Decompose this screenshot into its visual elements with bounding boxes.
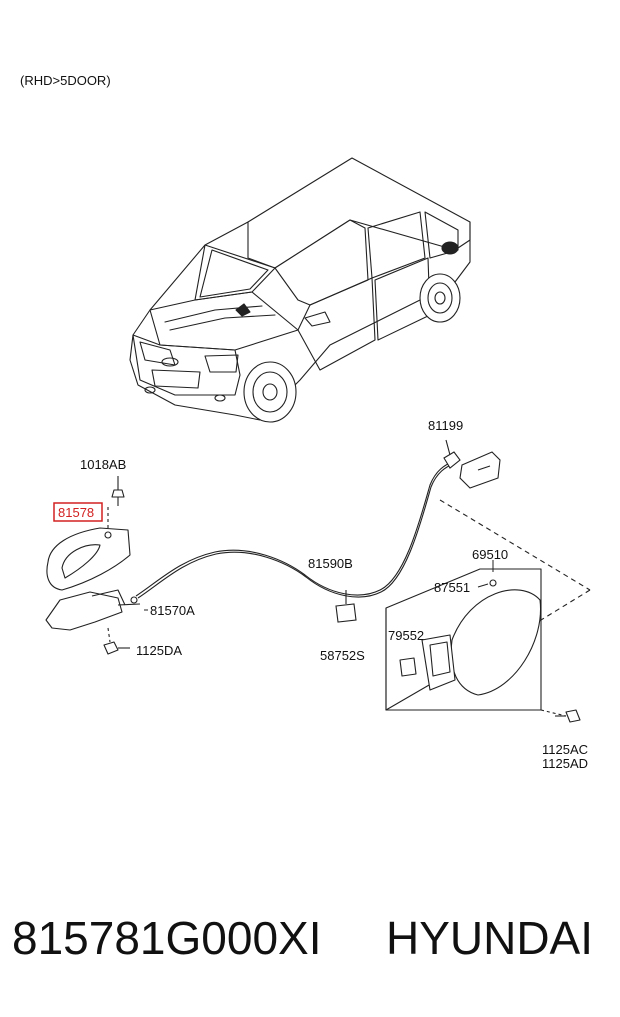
callout-1125da: 1125DA [136,643,182,658]
variant-note: (RHD>5DOOR) [20,73,111,88]
callout-81578-highlight-box [53,502,103,522]
callout-58752s: 58752S [320,648,365,663]
callout-81590b: 81590B [308,556,353,571]
callout-69510: 69510 [472,547,508,562]
callout-81199: 81199 [428,418,463,433]
footer-caption: 815781G000XI HYUNDAI [0,903,620,983]
callout-79552: 79552 [388,628,424,643]
release-handle-assembly [45,476,141,655]
car-illustration [129,157,471,423]
callout-81570a: 81570A [150,603,195,618]
release-cable [135,439,501,623]
callout-labels: 1018AB 81578 81570A 1125DA 81199 81590B … [53,418,588,771]
callout-1018ab: 1018AB [80,457,126,472]
brand-name: HYUNDAI [386,912,594,964]
fuel-door-assembly [385,499,591,723]
part-number: 815781G000XI [12,912,322,964]
callout-81578: 81578 [58,505,94,520]
callout-1125ac: 1125AC [542,742,588,757]
callout-1125ad: 1125AD [542,756,588,771]
callout-87551: 87551 [434,580,470,595]
